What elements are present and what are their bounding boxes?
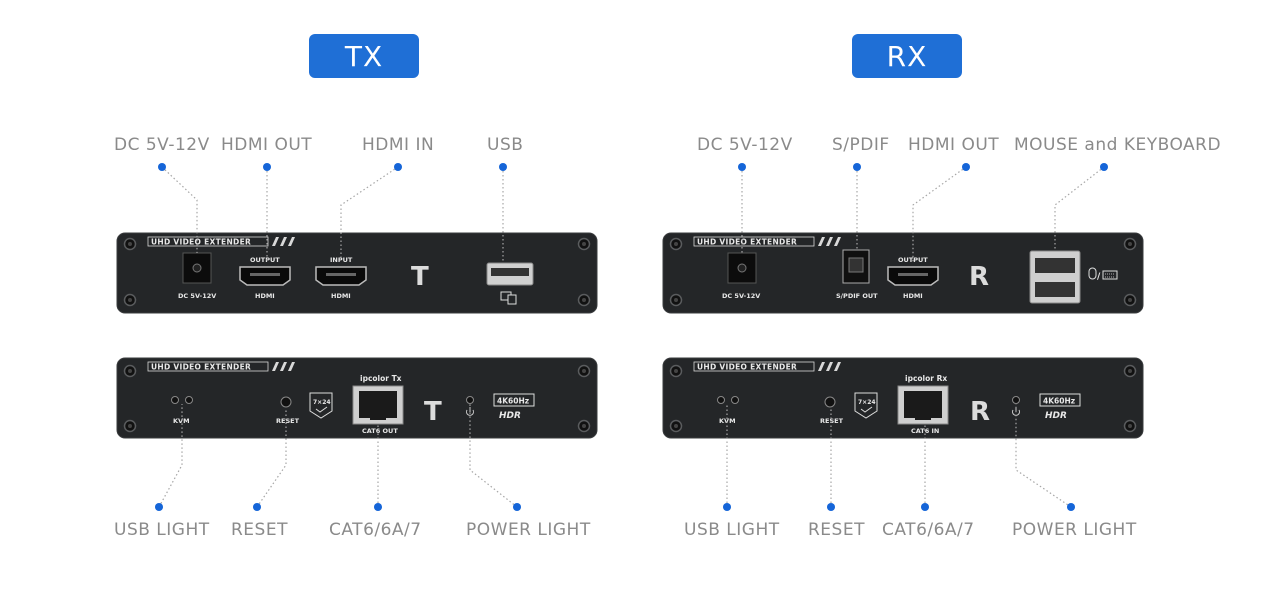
rx-dot-power-light xyxy=(1067,503,1075,511)
tx-kvm-label: KVM xyxy=(173,417,190,425)
keyboard-icon xyxy=(1102,270,1118,280)
tx-rear-panel: UHD VIDEO EXTENDER KVM RESET 7×24 ipcolo… xyxy=(116,357,598,439)
rx-rear-badge: R xyxy=(970,397,990,427)
rx-header: RX xyxy=(852,34,962,78)
rx-callout-spdif: S/PDIF xyxy=(832,135,890,155)
tx-rj45-port xyxy=(352,385,404,425)
checkmark-icon xyxy=(315,406,328,413)
rx-callout-dc: DC 5V-12V xyxy=(697,135,793,155)
computer-icon xyxy=(500,291,517,305)
tx-front-panel: UHD VIDEO EXTENDER DC 5V-12V OUTPUT HDMI… xyxy=(116,232,598,314)
tx-title: TX xyxy=(344,39,384,73)
rx-callout-usb-light: USB LIGHT xyxy=(684,520,780,540)
tx-reset-label: RESET xyxy=(276,417,300,425)
tx-model: ipcolor Tx xyxy=(360,374,402,383)
tx-dot-power-light xyxy=(513,503,521,511)
rx-rj45-port xyxy=(897,385,949,425)
svg-text:/: / xyxy=(1097,272,1101,282)
rx-hdr: HDR xyxy=(1045,411,1067,421)
tx-dot-usb-light xyxy=(155,503,163,511)
rx-hdmi-out-bottom: HDMI xyxy=(903,292,923,300)
mouse-icon xyxy=(1088,267,1097,280)
rx-dot-mouse-keyboard xyxy=(1100,163,1108,171)
tx-dot-usb xyxy=(499,163,507,171)
tx-dot-hdmi-out xyxy=(263,163,271,171)
tx-kvm-leds xyxy=(171,396,193,404)
tx-callout-power-light: POWER LIGHT xyxy=(466,520,591,540)
tx-front-badge: T xyxy=(411,262,429,292)
rx-callout-reset: RESET xyxy=(808,520,865,540)
rx-dot-reset xyxy=(827,503,835,511)
tx-rear-badge: T xyxy=(424,397,442,427)
tx-header: TX xyxy=(309,34,419,78)
tx-callout-usb-light: USB LIGHT xyxy=(114,520,210,540)
rx-dc-label: DC 5V-12V xyxy=(722,292,760,300)
rx-title: RX xyxy=(886,39,928,73)
tx-dot-reset xyxy=(253,503,261,511)
checkmark-icon xyxy=(860,406,873,413)
rx-hdmi-out-port xyxy=(887,266,939,286)
tx-leaders xyxy=(155,163,521,511)
rx-dot-usb-light xyxy=(723,503,731,511)
tx-callout-hdmi-out: HDMI OUT xyxy=(221,135,313,155)
tx-hdmi-in-bottom: HDMI xyxy=(331,292,351,300)
tx-callout-usb: USB xyxy=(487,135,524,155)
tx-callout-reset: RESET xyxy=(231,520,288,540)
tx-hdmi-out-top: OUTPUT xyxy=(250,256,280,264)
tx-callout-hdmi-in: HDMI IN xyxy=(362,135,435,155)
tx-724-badge: 7×24 xyxy=(309,392,333,419)
tx-dot-cat xyxy=(374,503,382,511)
tx-724-text: 7×24 xyxy=(313,399,331,406)
tx-cat-label: CAT6 OUT xyxy=(362,427,398,435)
tx-reset-button xyxy=(280,396,292,408)
rx-spdif-label: S/PDIF OUT xyxy=(836,292,878,300)
rx-front-panel: UHD VIDEO EXTENDER DC 5V-12V S/PDIF OUT … xyxy=(662,232,1144,314)
rx-dot-spdif xyxy=(853,163,861,171)
rx-dot-hdmi-out xyxy=(962,163,970,171)
tx-hdmi-out-port xyxy=(239,266,291,286)
rx-dot-dc xyxy=(738,163,746,171)
rx-724-badge: 7×24 xyxy=(854,392,878,419)
rx-rear-brand: UHD VIDEO EXTENDER xyxy=(697,363,797,372)
rx-callout-hdmi-out: HDMI OUT xyxy=(908,135,1000,155)
rx-dc-jack xyxy=(727,252,757,284)
tx-hdr: HDR xyxy=(499,411,521,421)
tx-rear-brand: UHD VIDEO EXTENDER xyxy=(151,363,251,372)
rx-dot-cat xyxy=(921,503,929,511)
rx-724-text: 7×24 xyxy=(858,399,876,406)
rx-power-led xyxy=(1012,396,1020,404)
rx-rear-panel: UHD VIDEO EXTENDER KVM RESET 7×24 ipcolo… xyxy=(662,357,1144,439)
rx-callout-power-light: POWER LIGHT xyxy=(1012,520,1137,540)
tx-dot-hdmi-in xyxy=(394,163,402,171)
rx-front-badge: R xyxy=(969,262,989,292)
tx-dc-jack xyxy=(182,252,212,284)
rx-res: 4K60Hz xyxy=(1043,397,1075,406)
rx-reset-label: RESET xyxy=(820,417,844,425)
usb-icon xyxy=(486,262,534,286)
tx-hdmi-in-top: INPUT xyxy=(330,256,353,264)
tx-dc-label: DC 5V-12V xyxy=(178,292,216,300)
tx-front-brand: UHD VIDEO EXTENDER xyxy=(151,238,251,247)
rx-model: ipcolor Rx xyxy=(905,374,947,383)
rx-spdif-port xyxy=(842,249,870,284)
rx-kvm-leds xyxy=(717,396,739,404)
rx-usb-dual-port xyxy=(1029,250,1081,304)
rx-callout-mouse-keyboard: MOUSE and KEYBOARD xyxy=(1014,135,1222,155)
rx-callout-cat: CAT6/6A/7 xyxy=(882,520,975,540)
tx-power-led xyxy=(466,396,474,404)
rx-reset-button xyxy=(824,396,836,408)
tx-hdmi-in-port xyxy=(315,266,367,286)
tx-res: 4K60Hz xyxy=(497,397,529,406)
tx-callout-cat: CAT6/6A/7 xyxy=(329,520,422,540)
rx-front-brand: UHD VIDEO EXTENDER xyxy=(697,238,797,247)
rx-leaders xyxy=(723,163,1108,511)
tx-dot-dc xyxy=(158,163,166,171)
tx-hdmi-out-bottom: HDMI xyxy=(255,292,275,300)
rx-kvm-label: KVM xyxy=(719,417,736,425)
tx-callout-dc: DC 5V-12V xyxy=(114,135,210,155)
